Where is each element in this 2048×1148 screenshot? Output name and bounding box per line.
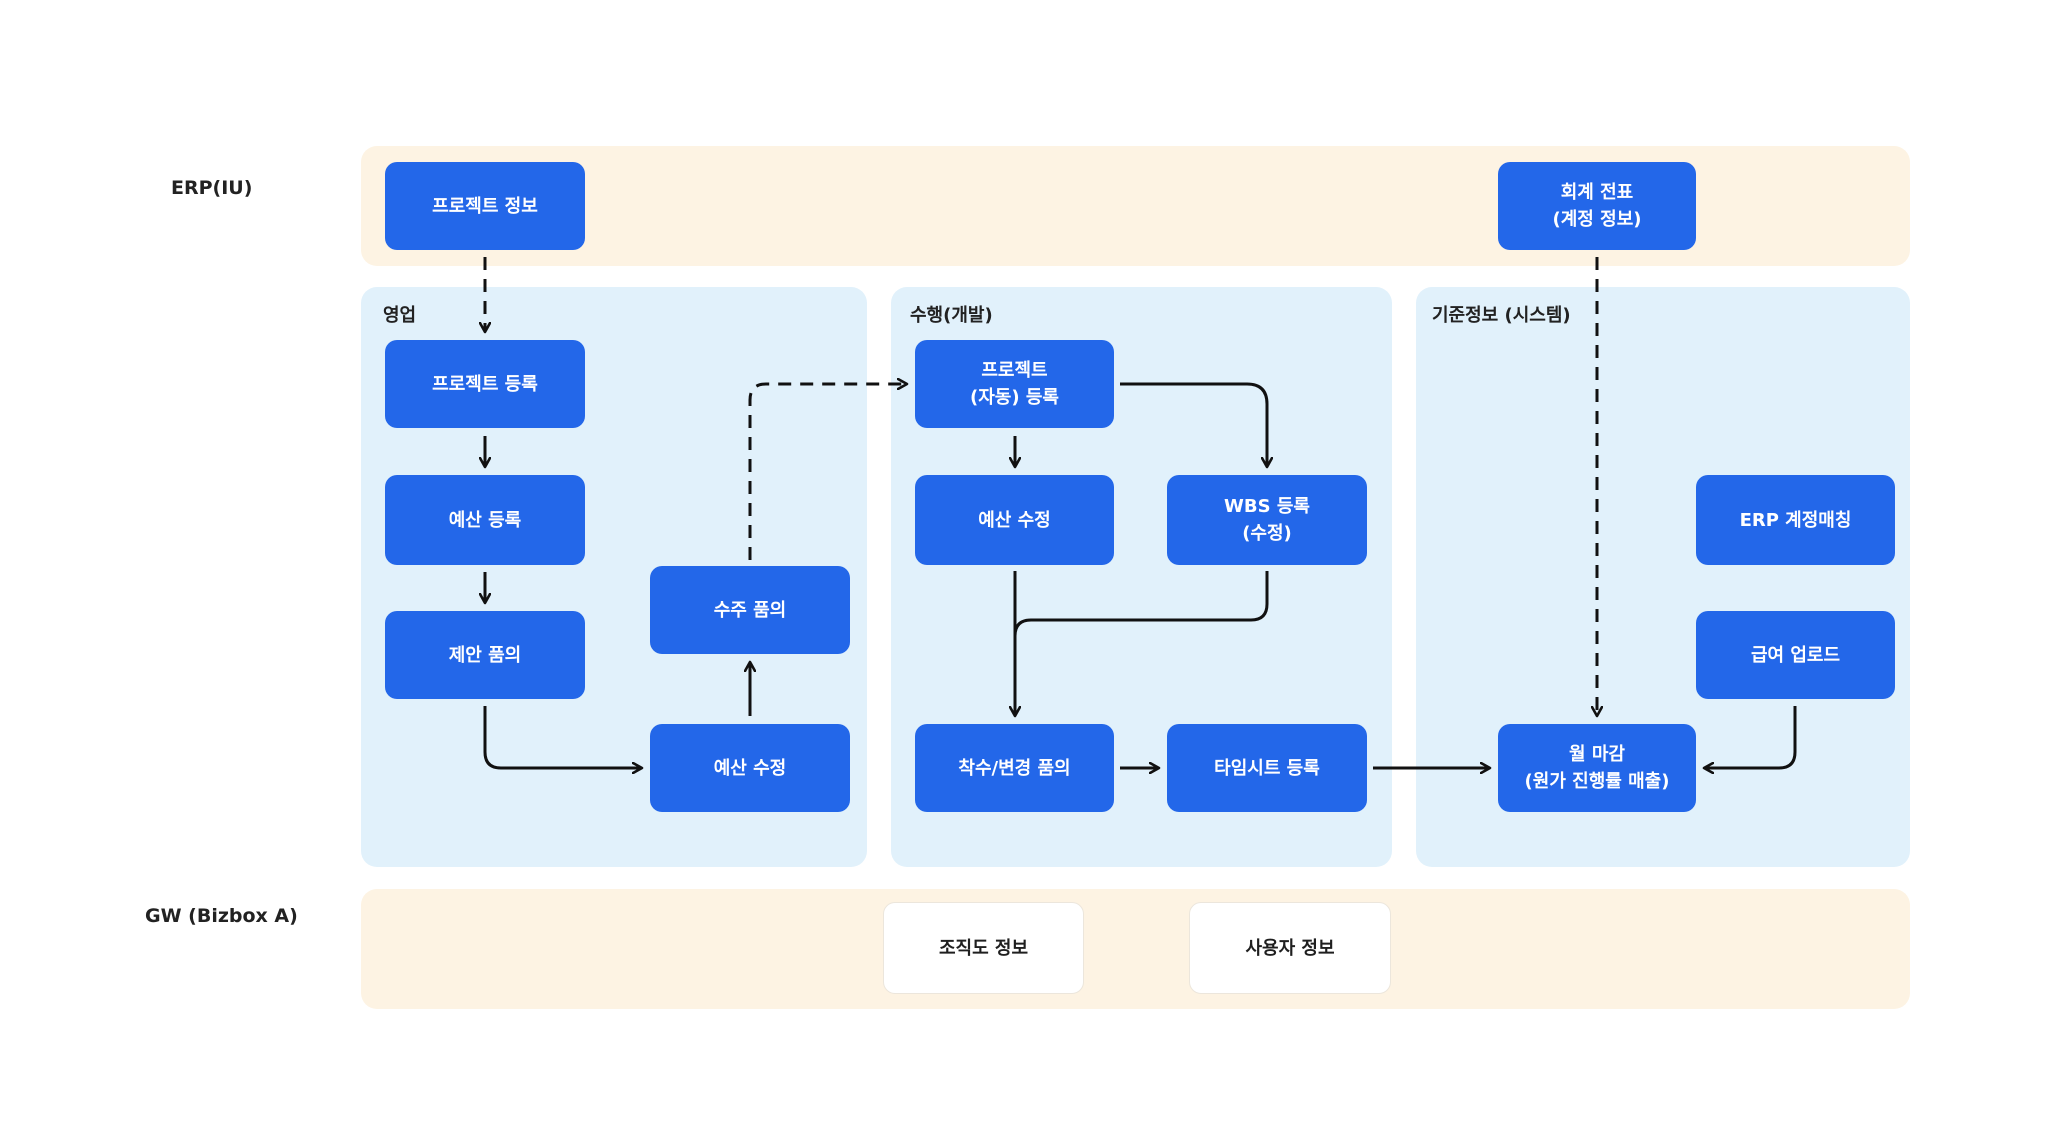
node-start-change-approval[interactable]: 착수/변경 품의 [915,724,1114,812]
node-erp-account-matching[interactable]: ERP 계정매칭 [1696,475,1895,565]
node-monthly-close-line1: 월 마감 [1569,744,1625,765]
node-project-info[interactable]: 프로젝트 정보 [385,162,585,250]
node-erp-account-matching-label: ERP 계정매칭 [1739,509,1852,531]
lane-label-erp: ERP(IU) [171,177,253,199]
node-project-info-label: 프로젝트 정보 [432,195,538,217]
node-timesheet-register-label: 타임시트 등록 [1214,757,1320,779]
node-budget-register-label: 예산 등록 [448,509,522,531]
node-payroll-upload[interactable]: 급여 업로드 [1696,611,1895,699]
node-proposal-approval-label: 제안 품의 [448,644,522,666]
node-budget-register[interactable]: 예산 등록 [385,475,585,565]
node-project-register-label: 프로젝트 등록 [432,373,538,395]
panel-title-execution: 수행(개발) [910,305,993,326]
node-payroll-upload-label: 급여 업로드 [1750,644,1841,666]
node-timesheet-register[interactable]: 타임시트 등록 [1167,724,1367,812]
node-org-chart[interactable]: 조직도 정보 [883,902,1084,994]
panel-title-sales: 영업 [383,305,417,326]
node-accounting-voucher[interactable]: 회계 전표 (계정 정보) [1498,162,1696,250]
panel-title-master: 기준정보 (시스템) [1432,305,1571,326]
node-budget-edit-sales[interactable]: 예산 수정 [650,724,850,812]
node-project-auto-register[interactable]: 프로젝트 (자동) 등록 [915,340,1114,428]
node-project-auto-register-line2: (자동) 등록 [970,387,1059,408]
node-monthly-close[interactable]: 월 마감 (원가 진행률 매출) [1498,724,1696,812]
node-budget-edit-exec[interactable]: 예산 수정 [915,475,1114,565]
node-project-auto-register-line1: 프로젝트 [981,360,1048,381]
gw-band [361,889,1910,1009]
node-order-approval-label: 수주 품의 [713,599,787,621]
node-budget-edit-exec-label: 예산 수정 [978,509,1051,531]
node-start-change-approval-label: 착수/변경 품의 [958,757,1071,779]
node-order-approval[interactable]: 수주 품의 [650,566,850,654]
node-accounting-voucher-line1: 회계 전표 [1560,182,1634,203]
node-wbs-register-line1: WBS 등록 [1224,496,1310,517]
node-proposal-approval[interactable]: 제안 품의 [385,611,585,699]
node-org-chart-label: 조직도 정보 [938,937,1029,959]
node-user-info-label: 사용자 정보 [1245,937,1335,959]
node-budget-edit-sales-label: 예산 수정 [713,757,787,779]
node-accounting-voucher-line2: (계정 정보) [1552,209,1642,230]
node-wbs-register-line2: (수정) [1242,523,1292,544]
node-project-register[interactable]: 프로젝트 등록 [385,340,585,428]
node-monthly-close-line2: (원가 진행률 매출) [1524,771,1670,792]
node-wbs-register[interactable]: WBS 등록 (수정) [1167,475,1367,565]
node-user-info[interactable]: 사용자 정보 [1189,902,1391,994]
lane-label-gw: GW (Bizbox A) [145,905,298,927]
